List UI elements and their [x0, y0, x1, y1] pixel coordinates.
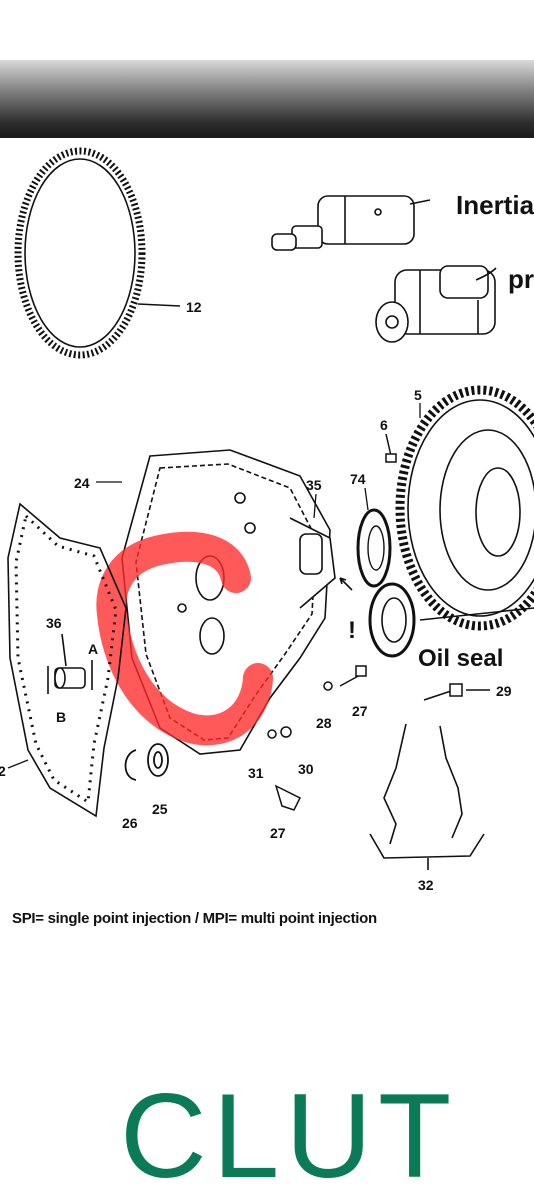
label-27-lower: 27: [270, 825, 286, 841]
label-12: 12: [186, 299, 202, 315]
circlip-26: [124, 749, 137, 781]
label-36: 36: [46, 615, 62, 631]
heading-pre-engaged: pr: [508, 264, 534, 294]
gasket-set-32: [369, 723, 485, 870]
label-exclamation: !: [348, 617, 356, 644]
label-28: 28: [316, 715, 332, 731]
bolt-29: [423, 683, 490, 701]
label-25: 25: [152, 801, 168, 817]
label-32: 32: [418, 877, 434, 893]
heading-inertia: Inertia: [456, 190, 534, 220]
label-6: 6: [380, 417, 388, 433]
label-26: 26: [122, 815, 138, 831]
parts-diagram: 12 Inertia pr 5 Oil seal 6: [0, 138, 534, 958]
bracket-27-lower: [274, 784, 302, 811]
brand-logo-text: CLUT: [120, 1069, 458, 1203]
ring-gear-12: [14, 147, 181, 359]
bolt-27-28: [323, 665, 367, 691]
seal-74: [356, 487, 392, 588]
label-74: 74: [350, 471, 366, 487]
bolt-6: [385, 433, 397, 463]
oil-seal-ring: [368, 582, 416, 658]
label-29: 29: [496, 683, 512, 699]
label-5: 5: [414, 387, 422, 403]
gasket-2: [7, 502, 127, 818]
label-a: A: [88, 641, 98, 657]
label-27-upper: 27: [352, 703, 368, 719]
label-30: 30: [298, 761, 314, 777]
label-2: 2: [0, 763, 6, 779]
dowel-36: [47, 633, 93, 694]
label-24: 24: [74, 475, 90, 491]
bearing-25: [147, 743, 169, 777]
label-31: 31: [248, 765, 264, 781]
flywheel-5: [395, 385, 534, 631]
starter-pre-engaged: [375, 265, 496, 343]
label-b: B: [56, 709, 66, 725]
injection-footnote: SPI= single point injection / MPI= multi…: [12, 910, 377, 927]
label-35: 35: [306, 477, 322, 493]
starter-inertia: [271, 195, 431, 251]
washers-31-30: [267, 726, 292, 739]
red-highlight-mark: [96, 531, 273, 746]
heading-oil-seal: Oil seal: [418, 645, 503, 672]
top-toolbar: [0, 60, 534, 138]
